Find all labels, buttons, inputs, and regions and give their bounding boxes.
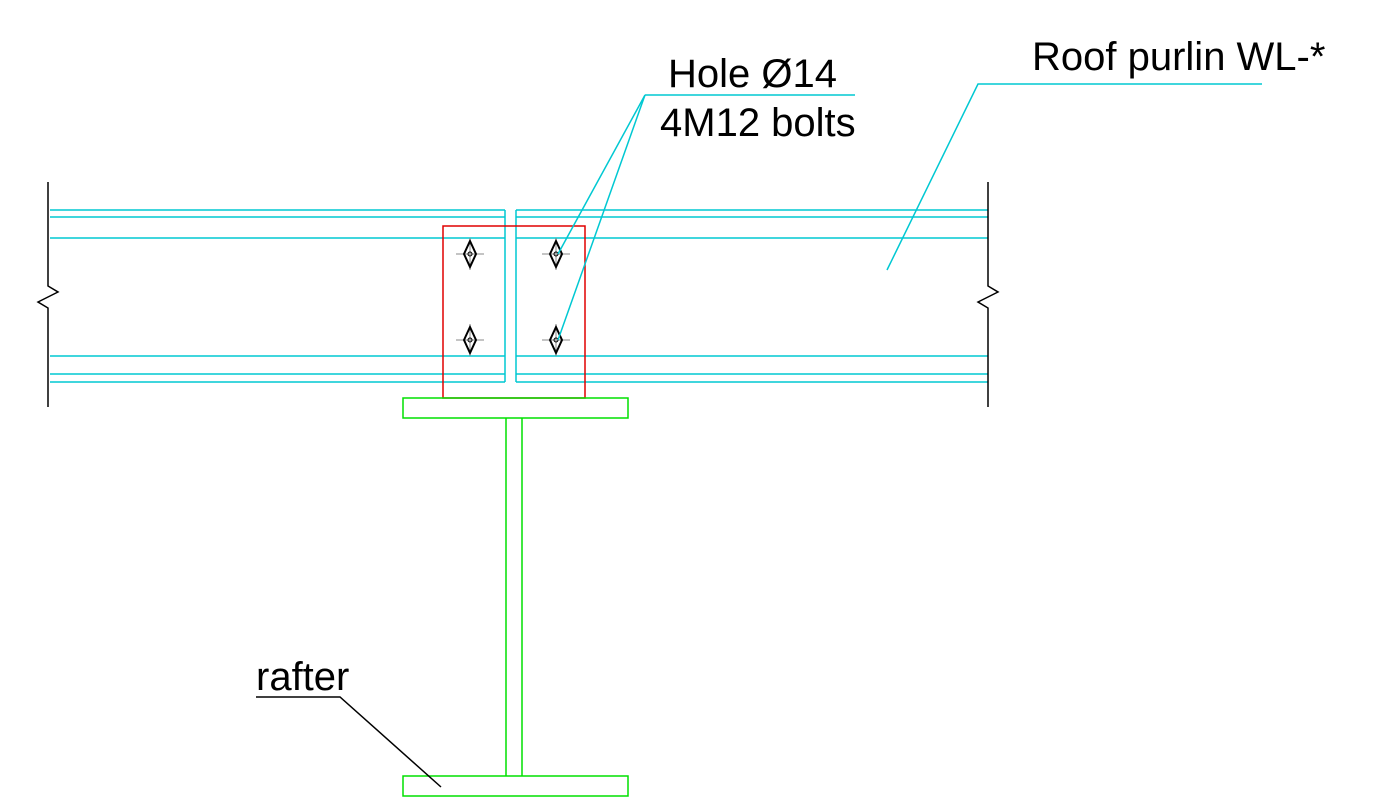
- bolt-bottom-right: [542, 324, 570, 356]
- bolt-top-right: [542, 238, 570, 270]
- purlin-leader: [886, 83, 1262, 271]
- bolt-bottom-left: [456, 324, 484, 356]
- hole-size-label: Hole Ø14: [668, 52, 837, 96]
- purlin-left-segment: [50, 209, 506, 383]
- rafter-section: [402, 397, 629, 797]
- break-line-right: [976, 182, 1000, 407]
- rafter-leader: [256, 696, 442, 788]
- break-line-left: [36, 182, 60, 407]
- bolt-group: [456, 238, 570, 356]
- roof-purlin: [50, 209, 988, 383]
- rafter-top-flange: [402, 397, 629, 419]
- bolt-top-left: [456, 238, 484, 270]
- bolt-spec-label: 4M12 bolts: [660, 101, 856, 145]
- rafter-bottom-flange: [402, 775, 629, 797]
- rafter-label: rafter: [256, 655, 349, 699]
- purlin-right-segment: [515, 209, 988, 383]
- bolt-leaders: [557, 94, 855, 341]
- purlin-label: Roof purlin WL-*: [1032, 35, 1325, 79]
